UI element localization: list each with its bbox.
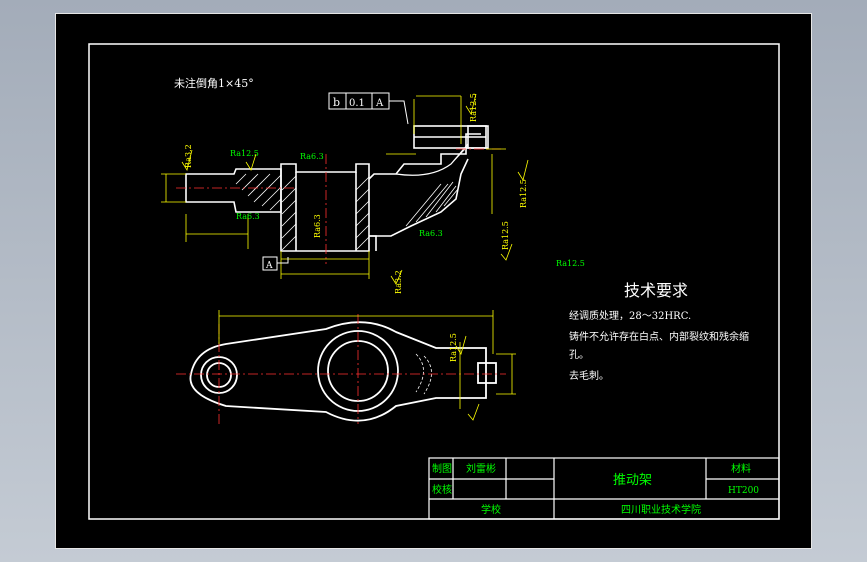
roughness-11: Ra12.5: [449, 333, 458, 362]
roughness-marks: Ra12.5 Ra6.3 Ra6.3 Ra6.3 Ra12.5: [230, 149, 585, 268]
drawing-sheet[interactable]: 未注倒角1×45° b 0.1 A: [55, 13, 812, 549]
school-name: 四川职业技术学院: [621, 503, 701, 516]
top-view-dimensions: [218, 310, 516, 421]
roughness-7: Ra12.5: [501, 221, 510, 250]
title-block-text: 制图 刘雷彬 校核 推动架 材料 HT200 学校 四川职业技术学院: [432, 462, 759, 516]
tech-requirements: 技术要求 经调质处理，28～32HRC. 铸件不允许存在白点、内部裂纹和残余缩 …: [569, 281, 749, 382]
datum-label: A: [265, 261, 273, 271]
roughness-9: Ra3.2: [394, 270, 403, 294]
roughness-5: Ra12.5: [469, 93, 478, 122]
tolerance-symbol: b: [333, 96, 340, 109]
roughness-4: Ra6.3: [419, 229, 443, 238]
chamfer-note: 未注倒角1×45°: [174, 76, 254, 90]
roughness-6: Ra12.5: [519, 179, 528, 208]
drafter-name: 刘雷彬: [466, 462, 496, 475]
tech-line-4: 去毛刺。: [569, 370, 609, 382]
part-name: 推动架: [613, 473, 652, 488]
tolerance-datum: A: [375, 98, 384, 109]
roughness-12: Ra12.5: [556, 259, 585, 268]
roughness-3: Ra6.3: [236, 212, 260, 221]
drawing-canvas: 未注倒角1×45° b 0.1 A: [88, 43, 780, 520]
checker-label: 校核: [432, 483, 452, 496]
roughness-8: Ra3.2: [184, 144, 193, 168]
school-label: 学校: [481, 503, 501, 516]
drafter-label: 制图: [432, 462, 452, 475]
top-view-centerlines: [176, 314, 506, 424]
tech-title: 技术要求: [624, 281, 688, 300]
tolerance-value: 0.1: [349, 98, 365, 109]
section-centerlines: [176, 148, 501, 264]
tech-line-1: 经调质处理，28～32HRC.: [569, 309, 691, 322]
roughness-2: Ra6.3: [300, 152, 324, 161]
roughness-10: Ra6.3: [313, 214, 322, 238]
tolerance-frame: b 0.1 A: [328, 92, 409, 125]
material-label: 材料: [731, 462, 751, 475]
section-dimensions: [161, 95, 506, 279]
tech-line-3: 孔。: [569, 349, 589, 361]
section-view: [185, 125, 489, 252]
tech-line-2: 铸件不允许存在白点、内部裂纹和残余缩: [569, 330, 749, 343]
title-block: [428, 457, 780, 520]
roughness-1: Ra12.5: [230, 149, 259, 158]
material-value: HT200: [728, 486, 759, 496]
